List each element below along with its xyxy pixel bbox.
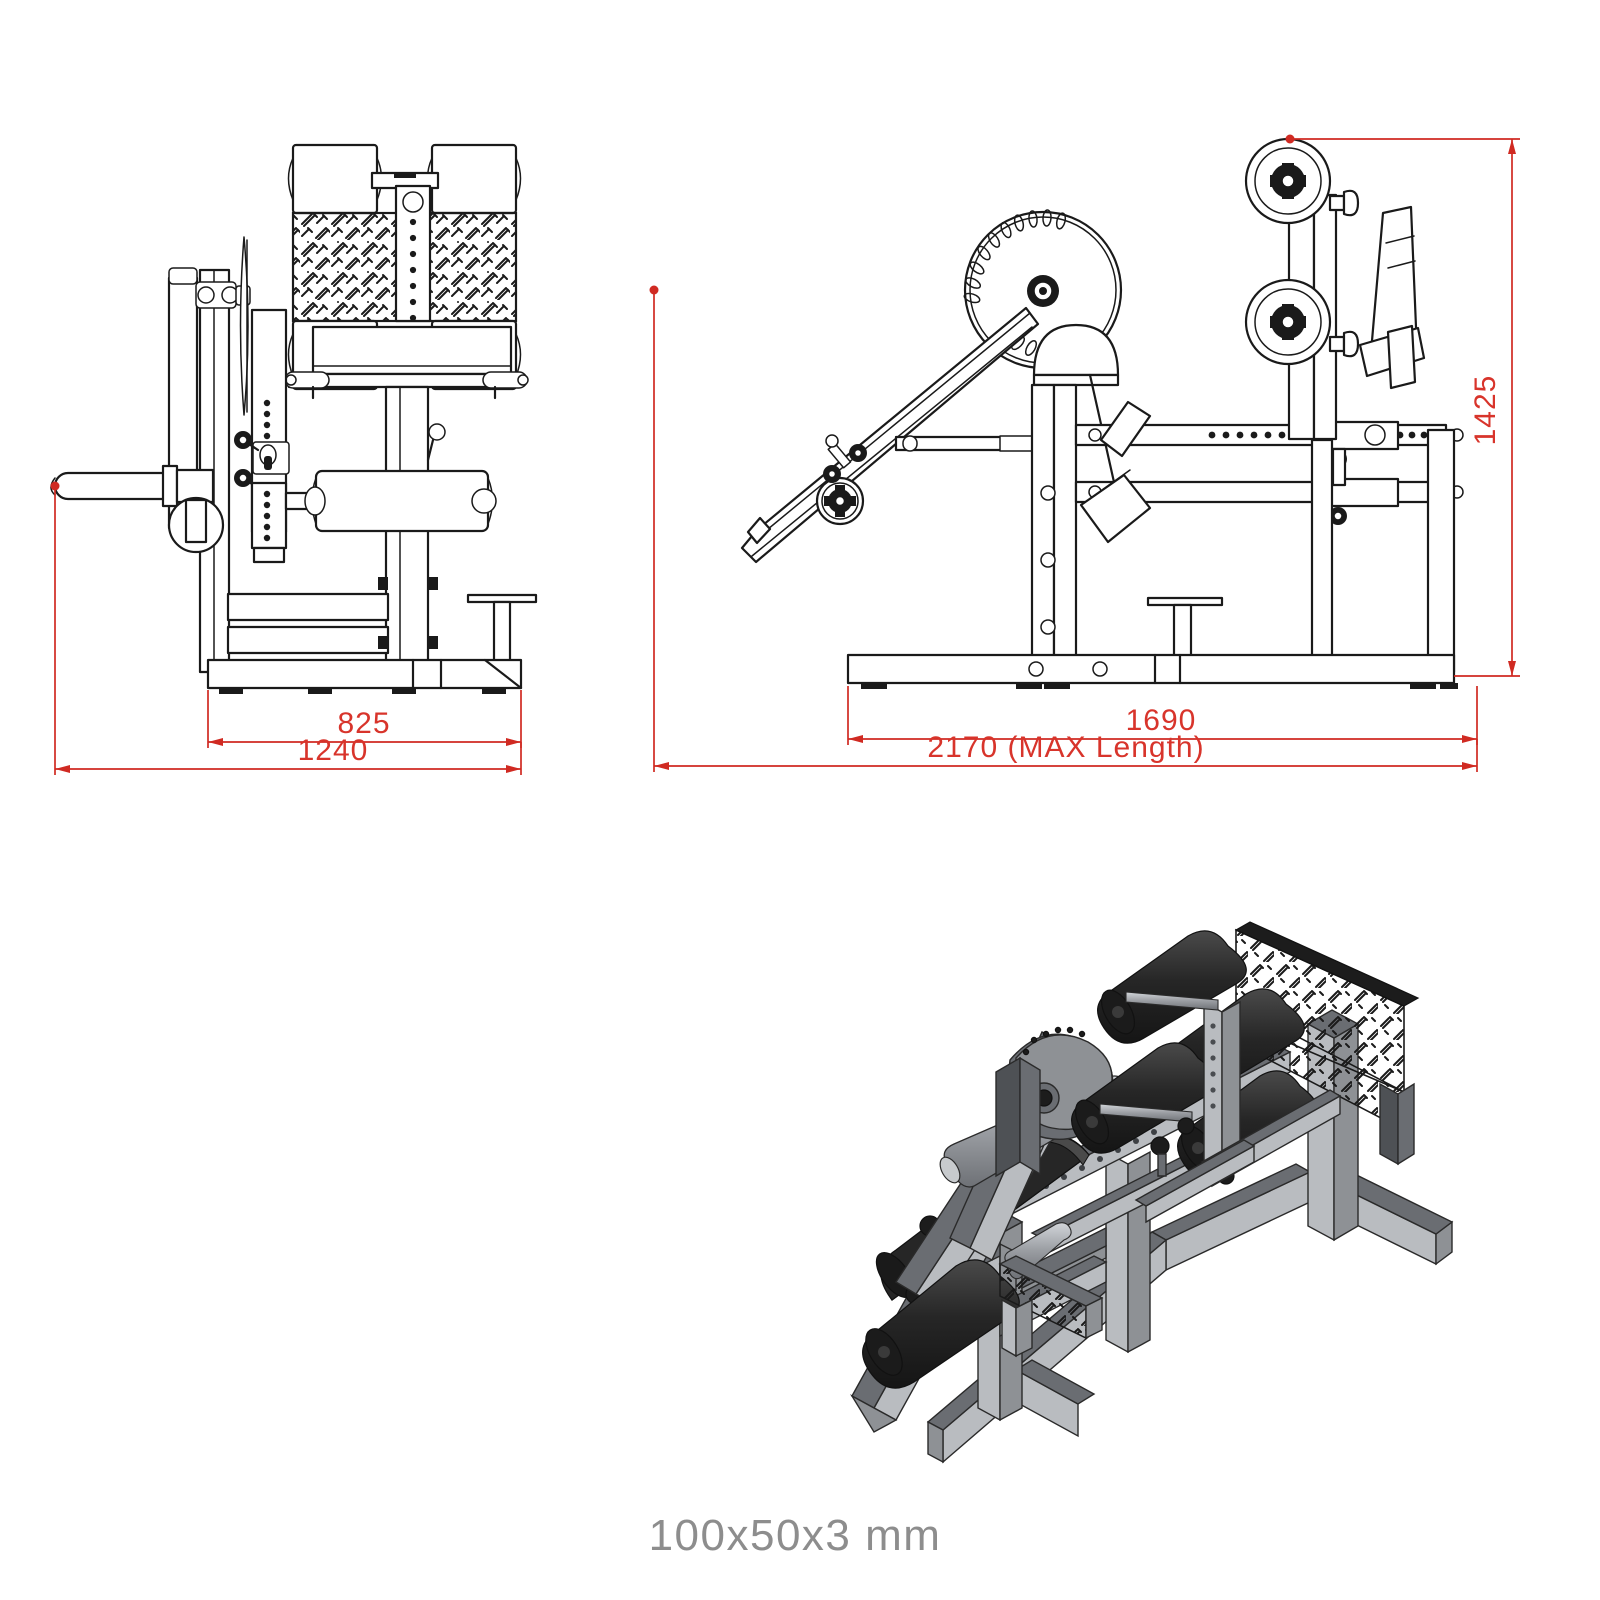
front-left-frame <box>167 236 251 674</box>
dim-width-inner-label: 825 <box>337 707 390 740</box>
side-lever-pins <box>823 434 867 483</box>
iso-lever-assembly <box>850 1026 1129 1433</box>
iso-disc-teeth <box>1014 1026 1086 1084</box>
front-left-roller-bar <box>50 464 225 554</box>
side-feet <box>861 683 1458 689</box>
front-right-pin <box>426 423 446 462</box>
side-lever-knob <box>815 476 865 526</box>
dim-length-outer-label: 2170 (MAX Length) <box>927 731 1204 764</box>
side-mast <box>1030 373 1120 672</box>
iso-rear-tread-foot <box>998 1255 1104 1358</box>
dim-origin-dot-side <box>649 285 659 295</box>
side-pad-lower <box>1244 278 1360 366</box>
iso-rear-connect-rails <box>1134 1089 1342 1224</box>
front-base-beam <box>206 658 523 690</box>
isometric-view <box>850 921 1454 1464</box>
front-right-roller <box>284 469 497 533</box>
front-post-holes <box>409 218 417 322</box>
side-base-holes <box>1028 661 1108 677</box>
front-adjust-holes-upper <box>263 399 271 440</box>
side-back-support <box>1079 400 1152 544</box>
front-adjust-column <box>234 308 290 564</box>
front-adjust-knobs <box>234 431 260 490</box>
front-adjust-holes-lower <box>263 490 271 542</box>
front-view: 825 1240 <box>50 143 538 775</box>
side-seat-back <box>1358 205 1426 390</box>
dim-width-outer-label: 1240 <box>298 734 369 767</box>
front-rail-ends <box>284 371 529 389</box>
front-cross-upper <box>226 592 390 622</box>
tube-spec-caption: 100x50x3 mm <box>649 1511 942 1560</box>
front-dimensions: 825 1240 <box>50 481 522 775</box>
dim-origin-dot-front <box>50 481 60 491</box>
front-cross-lower <box>226 625 390 655</box>
front-seat-pad <box>311 325 513 376</box>
side-lever-arm <box>740 306 1054 564</box>
side-pad-upper <box>1244 137 1360 225</box>
side-base-beam <box>846 653 1456 685</box>
side-view: 1690 2170 (MAX Length) 1425 <box>649 134 1520 772</box>
iso-post-holes <box>1210 1023 1216 1109</box>
side-dimensions: 1690 2170 (MAX Length) 1425 <box>649 134 1520 772</box>
dim-length-inner-label: 1690 <box>1126 704 1197 737</box>
dim-origin-dot-height <box>1285 134 1295 144</box>
front-feet <box>219 688 506 694</box>
dim-height-label: 1425 <box>1469 375 1502 446</box>
